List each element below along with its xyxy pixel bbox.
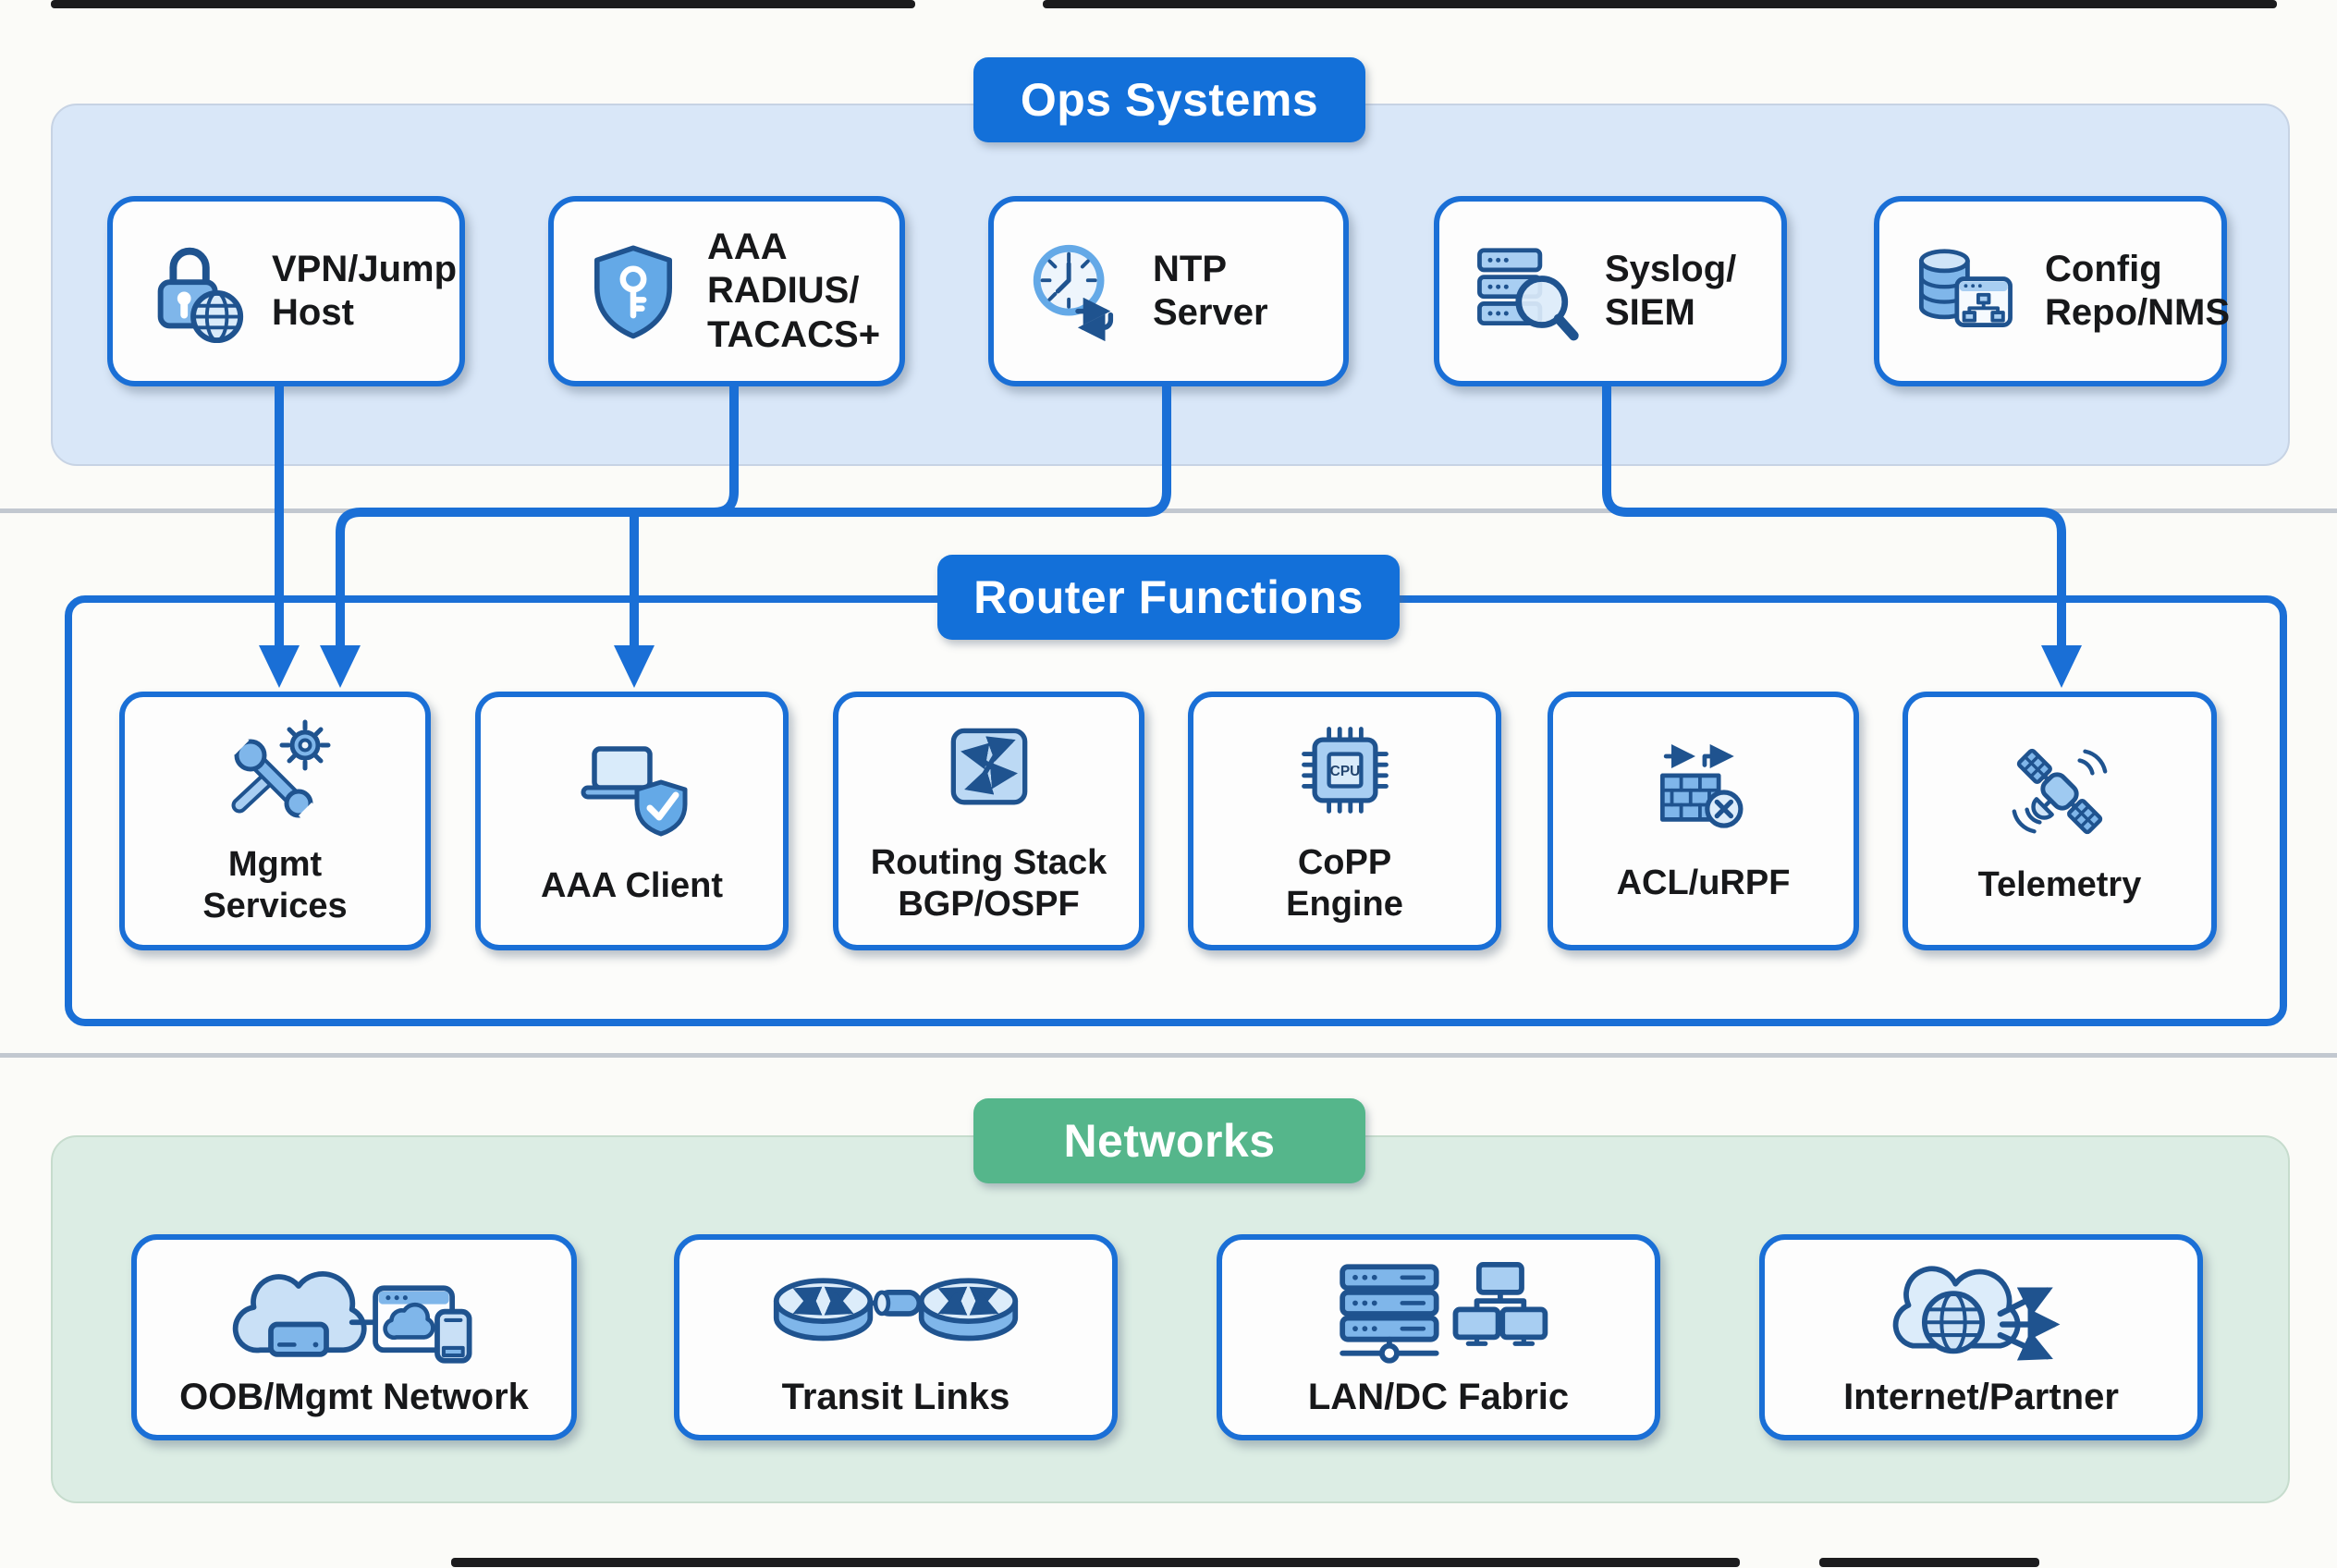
node-telemetry: Telemetry xyxy=(1903,692,2217,950)
wrench-gear-icon xyxy=(224,719,330,826)
divider-ops-router xyxy=(0,508,2337,513)
linked-routers-icon xyxy=(773,1278,1019,1341)
node-aaa-radius-tacacs: AAA RADIUS/ TACACS+ xyxy=(548,196,905,386)
cloud-devices-icon xyxy=(232,1271,472,1364)
node-acl-urpf: ACL/uRPF xyxy=(1548,692,1859,950)
label-line: TACACS+ xyxy=(707,313,881,355)
frame-line-bottom-left xyxy=(451,1558,1740,1567)
node-label: Internet/Partner xyxy=(1843,1377,2119,1418)
frame-line-top-left xyxy=(51,0,915,8)
node-vpn-jump-host: VPN/Jump Host xyxy=(107,196,465,386)
label-line: Telemetry xyxy=(1977,864,2142,904)
node-config-repo-nms: Config Repo/NMS xyxy=(1874,196,2230,386)
cpu-chip-icon: CPU xyxy=(1301,727,1389,815)
cpu-label: CPU xyxy=(1329,764,1360,779)
node-label: CoPP Engine xyxy=(1286,842,1403,925)
label-line: Host xyxy=(272,292,354,333)
clock-sync-icon xyxy=(1033,244,1114,342)
label-line: Syslog/ xyxy=(1605,248,1737,289)
node-aaa-client: AAA Client xyxy=(475,692,789,950)
node-internet-partner: Internet/Partner xyxy=(1759,1234,2203,1440)
node-label: VPN/Jump Host xyxy=(272,248,457,335)
server-search-icon xyxy=(1477,248,1579,341)
node-oob-mgmt-network: OOB/Mgmt Network xyxy=(131,1234,577,1440)
satellite-icon xyxy=(2012,748,2108,834)
node-label: NTP Server xyxy=(1153,248,1268,335)
label-line: OOB/Mgmt Network xyxy=(179,1377,529,1417)
firewall-deny-icon xyxy=(1659,743,1744,828)
node-label: Routing Stack BGP/OSPF xyxy=(871,842,1107,925)
label-line: AAA Client xyxy=(540,865,724,905)
node-label: AAA Client xyxy=(541,865,723,907)
label-line: Internet/Partner xyxy=(1843,1377,2119,1417)
server-rack-tree-icon xyxy=(1340,1262,1548,1364)
frame-line-bottom-right xyxy=(1819,1558,2039,1567)
node-transit-links: Transit Links xyxy=(674,1234,1118,1440)
laptop-shield-icon xyxy=(581,745,687,837)
label-line: Routing Stack xyxy=(870,843,1107,883)
node-label: ACL/uRPF xyxy=(1617,863,1791,904)
node-copp-engine: CPU CoPP Engine xyxy=(1188,692,1501,950)
node-label: Mgmt Services xyxy=(202,844,347,927)
ops-systems-title: Ops Systems xyxy=(973,57,1365,142)
frame-line-top-right xyxy=(1043,0,2277,8)
node-label: OOB/Mgmt Network xyxy=(179,1377,529,1418)
networks-title: Networks xyxy=(973,1098,1365,1183)
label-line: Repo/NMS xyxy=(2045,292,2230,333)
divider-router-networks xyxy=(0,1053,2337,1058)
node-mgmt-services: Mgmt Services xyxy=(119,692,431,950)
label-line: Services xyxy=(202,887,348,925)
label-line: RADIUS/ xyxy=(707,270,860,312)
node-ntp-server: NTP Server xyxy=(988,196,1349,386)
label-line: CoPP xyxy=(1297,843,1392,883)
label-line: LAN/DC Fabric xyxy=(1307,1377,1570,1417)
label-line: Config xyxy=(2045,248,2162,289)
label-line: NTP xyxy=(1153,248,1227,289)
node-label: Config Repo/NMS xyxy=(2045,248,2230,335)
label-line: Transit Links xyxy=(781,1377,1010,1417)
label-line: ACL/uRPF xyxy=(1616,863,1791,902)
route-arrows-icon xyxy=(950,728,1027,805)
node-syslog-siem: Syslog/ SIEM xyxy=(1434,196,1787,386)
lock-globe-icon xyxy=(157,247,244,344)
node-label: AAA RADIUS/ TACACS+ xyxy=(707,226,880,357)
database-window-icon xyxy=(1918,249,2013,327)
label-line: Engine xyxy=(1286,885,1403,924)
node-routing-stack: Routing Stack BGP/OSPF xyxy=(833,692,1144,950)
label-line: BGP/OSPF xyxy=(898,885,1080,924)
shield-key-icon xyxy=(594,245,672,339)
cloud-globe-arrows-icon xyxy=(1892,1266,2061,1361)
label-line: VPN/Jump xyxy=(272,248,458,289)
label-line: AAA xyxy=(707,227,788,268)
node-lan-dc-fabric: LAN/DC Fabric xyxy=(1217,1234,1660,1440)
node-label: Syslog/ SIEM xyxy=(1605,248,1736,335)
node-label: LAN/DC Fabric xyxy=(1308,1377,1569,1418)
label-line: Server xyxy=(1153,292,1268,333)
label-line: Mgmt xyxy=(227,845,323,885)
label-line: SIEM xyxy=(1605,292,1695,333)
router-functions-title: Router Functions xyxy=(937,555,1400,640)
node-label: Transit Links xyxy=(782,1377,1010,1418)
node-label: Telemetry xyxy=(1978,864,2142,906)
